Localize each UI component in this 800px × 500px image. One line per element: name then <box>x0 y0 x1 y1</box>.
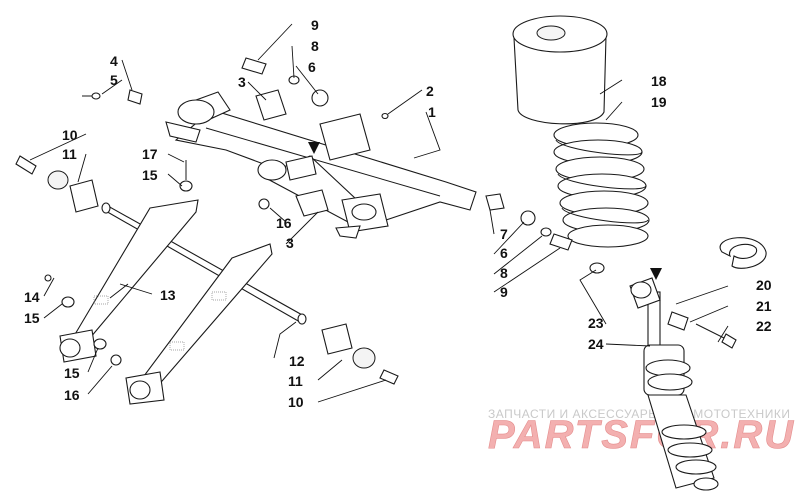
callout-2: 2 <box>426 83 434 99</box>
callout-17: 17 <box>142 146 158 162</box>
callout-16: 16 <box>276 215 292 231</box>
callout-11: 11 <box>62 146 77 162</box>
callout-21: 21 <box>756 298 772 314</box>
lower-suspension-arms <box>15 89 399 405</box>
callout-19: 19 <box>651 94 667 110</box>
callout-15: 15 <box>142 167 158 183</box>
callout-24: 24 <box>588 336 604 352</box>
shock-body <box>643 291 719 491</box>
direction-arrow <box>650 268 662 280</box>
callout-23: 23 <box>588 315 604 331</box>
callout-8: 8 <box>311 38 319 54</box>
bump-stop-boot <box>512 15 608 125</box>
watermark-brand: PARTSFOR.RU <box>488 413 795 457</box>
callout-9: 9 <box>311 17 319 33</box>
callout-20: 20 <box>756 277 772 293</box>
upper-a-arm <box>165 57 573 251</box>
shock-absorber <box>512 15 767 491</box>
watermark-subtitle: ЗАПЧАСТИ И АКСЕССУАРЫ ДЛЯ МОТОТЕХНИКИ <box>488 407 790 421</box>
coil-spring <box>553 122 650 248</box>
callout-9b: 9 <box>500 284 508 300</box>
direction-arrow-upper <box>308 142 320 154</box>
callout-11b: 11 <box>288 373 303 389</box>
callout-7: 7 <box>500 226 508 242</box>
callout-15c: 15 <box>64 365 80 381</box>
callout-3b: 3 <box>286 235 294 251</box>
callout-14: 14 <box>24 289 40 305</box>
watermark: ЗАПЧАСТИ И АКСЕССУАРЫ ДЛЯ МОТОТЕХНИКИ PA… <box>488 407 795 457</box>
callout-6: 6 <box>308 59 316 75</box>
callout-6b: 6 <box>500 245 508 261</box>
callout-1: 1 <box>428 104 436 120</box>
callout-10: 10 <box>62 127 78 143</box>
callout-13: 13 <box>160 287 176 303</box>
callout-12: 12 <box>289 353 305 369</box>
spring-retainer-clip <box>719 237 767 269</box>
callout-16b: 16 <box>64 387 80 403</box>
callout-15b: 15 <box>24 310 40 326</box>
leader-lines <box>29 23 729 403</box>
callout-10b: 10 <box>288 394 304 410</box>
callout-22: 22 <box>756 318 772 334</box>
callout-5: 5 <box>110 72 118 88</box>
callout-labels: 9 8 6 3 2 1 4 5 10 11 17 15 16 3 7 6 8 9… <box>24 17 772 410</box>
callout-3: 3 <box>238 74 246 90</box>
upper-eye-bushing <box>589 262 661 309</box>
spacer-and-bolt <box>667 311 737 349</box>
callout-18: 18 <box>651 73 667 89</box>
callout-4: 4 <box>110 53 118 69</box>
callout-8b: 8 <box>500 265 508 281</box>
